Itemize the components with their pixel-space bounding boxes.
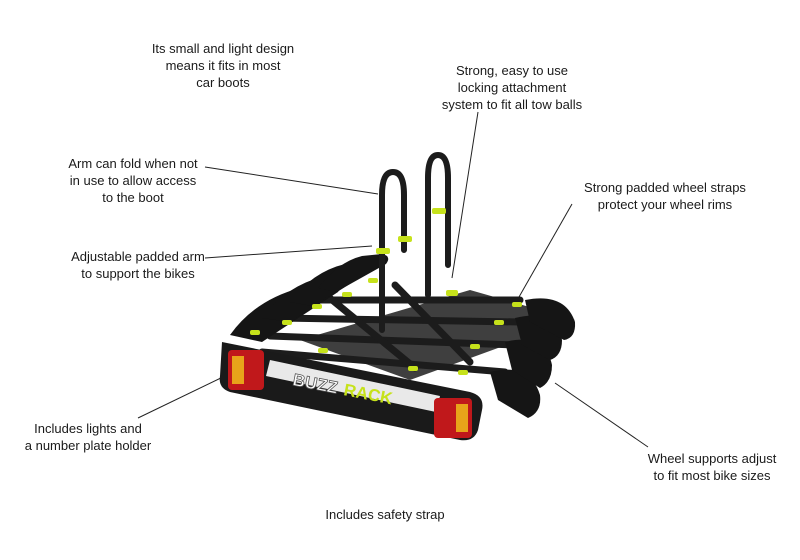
callout-line: system to fit all tow balls xyxy=(441,97,583,112)
leader-line-folding-arm xyxy=(204,166,379,195)
light-board: BUZZ RACK xyxy=(219,342,483,441)
leader-lines xyxy=(137,111,649,448)
callout-folding-arm: Arm can fold when not in use to allow ac… xyxy=(48,155,218,206)
callout-wheel-supports: Wheel supports adjust to fit most bike s… xyxy=(632,450,792,484)
callout-locking-system: Strong, easy to use locking attachment s… xyxy=(412,62,612,113)
callout-line: Strong padded wheel straps xyxy=(584,180,746,195)
callout-line: car boots xyxy=(196,75,250,90)
leader-line-wheel-supports xyxy=(554,382,649,448)
callout-line: Includes safety strap xyxy=(325,507,445,522)
callout-wheel-straps: Strong padded wheel straps protect your … xyxy=(560,179,770,213)
callout-lights-plate: Includes lights and a number plate holde… xyxy=(8,420,168,454)
callout-line: Strong, easy to use xyxy=(455,63,568,78)
callout-line: to the boot xyxy=(102,190,164,205)
callout-line: Wheel supports adjust xyxy=(647,451,777,466)
callout-compact-design: Its small and light design means it fits… xyxy=(128,40,318,91)
callout-line: protect your wheel rims xyxy=(597,197,733,212)
callout-line: Its small and light design xyxy=(151,41,295,56)
leader-line-locking-system xyxy=(451,111,479,279)
rack-frame xyxy=(258,281,575,380)
callout-line: Arm can fold when not xyxy=(68,156,198,171)
callout-line: Includes lights and xyxy=(34,421,142,436)
callout-line: means it fits in most xyxy=(165,58,281,73)
callout-line: a number plate holder xyxy=(24,438,152,453)
callout-line: in use to allow access xyxy=(69,173,197,188)
leader-line-padded-arm xyxy=(204,245,373,259)
right-wheel-supports xyxy=(490,298,576,418)
leader-line-lights xyxy=(137,375,226,419)
callout-line: to fit most bike sizes xyxy=(653,468,771,483)
callout-line: Adjustable padded arm xyxy=(71,249,205,264)
leader-line-wheel-straps xyxy=(514,203,573,305)
support-arms xyxy=(379,151,451,333)
callout-line: locking attachment xyxy=(457,80,567,95)
left-wheel-supports xyxy=(230,254,389,342)
wheel-strap-accents xyxy=(250,278,522,375)
callout-padded-arm: Adjustable padded arm to support the bik… xyxy=(58,248,218,282)
arm-clamps xyxy=(376,208,458,296)
callout-line: to support the bikes xyxy=(81,266,195,281)
callout-safety-strap: Includes safety strap xyxy=(300,506,470,523)
